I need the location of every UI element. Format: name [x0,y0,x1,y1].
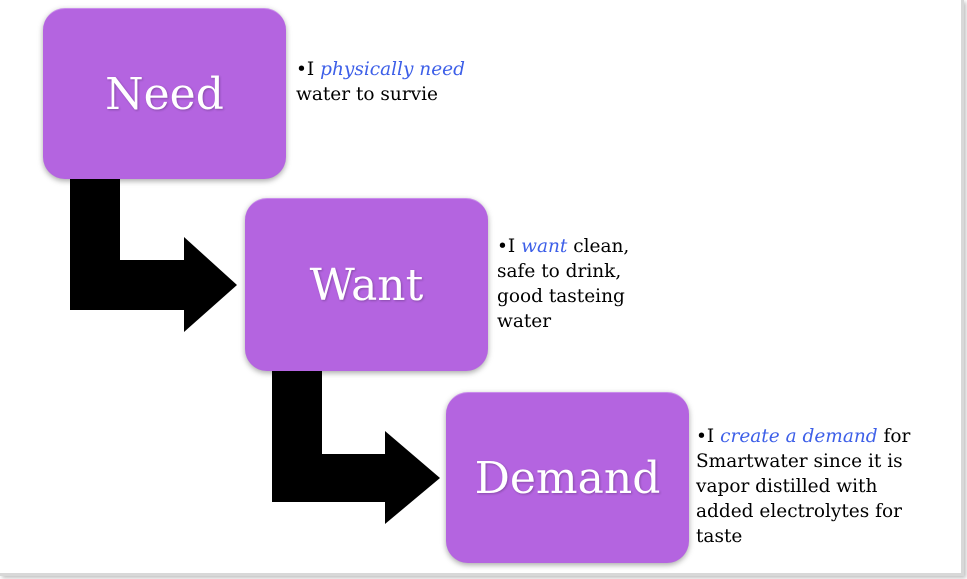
demand-note: •I create a demand for Smartwater since … [696,424,936,549]
elbow-arrow-icon [272,370,440,524]
want-note: •I want clean, safe to drink, good taste… [497,234,672,334]
bullet: • [497,236,508,257]
note-suffix: clean, safe to drink, good tasteing wate… [497,236,630,332]
note-suffix: for Smartwater since it is vapor distill… [696,426,911,547]
note-prefix: I [706,426,721,447]
demand-label: Demand [474,452,661,504]
need-note: •I physically need water to survie [296,57,471,107]
note-highlight: want [521,236,568,257]
note-highlight: physically need [320,59,465,80]
elbow-arrow-icon [70,178,237,332]
bullet: • [696,426,707,447]
note-highlight: create a demand [720,426,878,447]
note-prefix: I [306,59,321,80]
need-label: Need [105,68,224,120]
note-prefix: I [507,236,522,257]
bullet: • [296,59,307,80]
need-box: Need [43,8,286,179]
want-label: Want [309,259,424,311]
want-box: Want [245,198,488,371]
demand-box: Demand [446,392,689,563]
note-suffix: water to survie [296,84,438,105]
